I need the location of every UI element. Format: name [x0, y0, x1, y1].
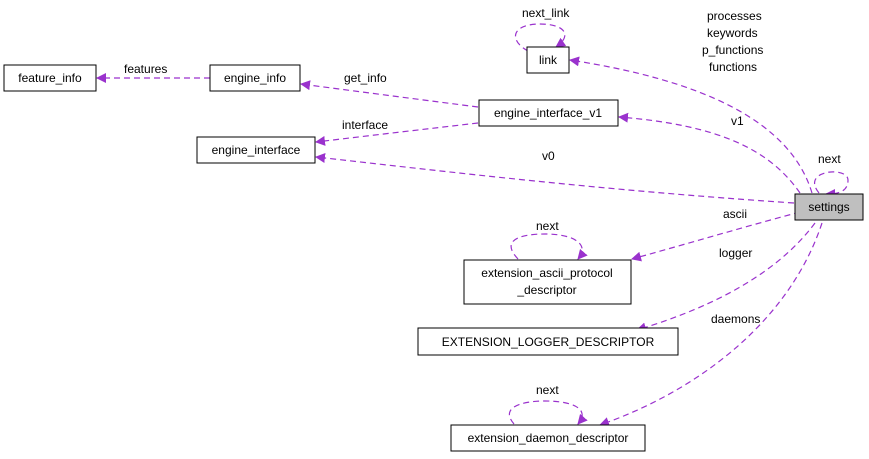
node-extension-daemon-descriptor[interactable]: extension_daemon_descriptor [450, 424, 646, 452]
label-v0: v0 [542, 149, 555, 163]
node-label: engine_interface [212, 143, 301, 157]
edge-settings-next [814, 171, 849, 199]
label-processes: processes [707, 9, 762, 23]
label-next-link: next_link [522, 6, 570, 20]
label-interface: interface [342, 118, 388, 132]
node-label-line1: extension_ascii_protocol [481, 266, 612, 280]
label-logger: logger [719, 246, 752, 260]
label-keywords: keywords [707, 26, 758, 40]
node-label-line2: _descriptor [516, 283, 576, 297]
edge-interface [315, 122, 479, 146]
node-label: engine_interface_v1 [494, 106, 602, 120]
node-label: feature_info [18, 71, 82, 85]
edges [96, 23, 849, 427]
label-functions: functions [709, 60, 757, 74]
node-label: EXTENSION_LOGGER_DESCRIPTOR [442, 335, 655, 349]
label-settings-next: next [818, 152, 841, 166]
label-ascii: ascii [723, 207, 747, 221]
node-settings[interactable]: settings [794, 193, 864, 221]
edge-settings-link [569, 56, 813, 194]
edge-logger [636, 222, 816, 333]
edge-v0 [315, 153, 795, 204]
edge-get-info [300, 80, 479, 108]
node-engine-interface[interactable]: engine_interface [196, 136, 316, 164]
node-extension-logger-descriptor[interactable]: EXTENSION_LOGGER_DESCRIPTOR [417, 327, 679, 356]
edge-v1 [618, 112, 801, 194]
node-label: settings [808, 200, 849, 214]
edge-ascii-next [510, 233, 588, 260]
edge-next-link [514, 23, 567, 52]
node-label: link [539, 53, 558, 67]
node-label: extension_daemon_descriptor [468, 431, 629, 445]
node-feature-info[interactable]: feature_info [3, 64, 97, 92]
edge-daemon-next [508, 400, 588, 425]
node-extension-ascii-protocol-descriptor[interactable]: extension_ascii_protocol _descriptor [463, 259, 632, 305]
label-get-info: get_info [344, 71, 387, 85]
edge-daemons [599, 222, 823, 427]
edge-labels: features get_info interface next_link pr… [124, 6, 841, 397]
label-p-functions: p_functions [702, 43, 763, 57]
label-v1: v1 [731, 114, 744, 128]
node-engine-info[interactable]: engine_info [209, 64, 301, 92]
label-daemon-next: next [536, 383, 559, 397]
node-engine-interface-v1[interactable]: engine_interface_v1 [478, 99, 619, 127]
label-features: features [124, 62, 167, 76]
node-label: engine_info [224, 71, 286, 85]
edge-ascii [631, 211, 801, 262]
node-link[interactable]: link [526, 46, 570, 74]
label-ascii-next: next [536, 219, 559, 233]
label-daemons: daemons [711, 312, 760, 326]
